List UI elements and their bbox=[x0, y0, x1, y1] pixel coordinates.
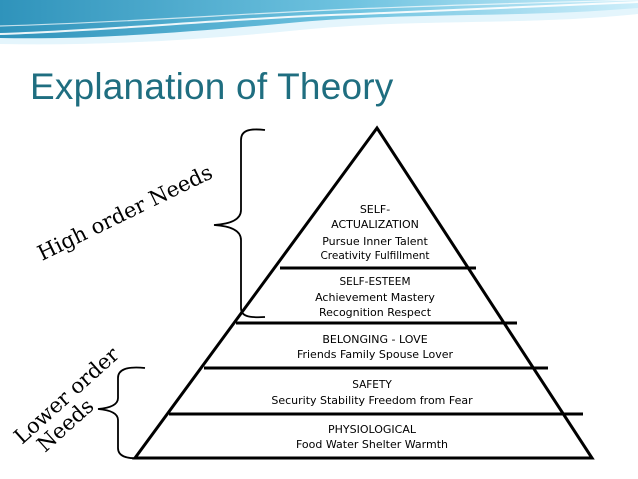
level-detail: Recognition Respect bbox=[319, 306, 432, 319]
level-detail: Creativity Fulfillment bbox=[320, 250, 429, 262]
high-order-needs-label: High order Needs bbox=[34, 160, 217, 265]
level-heading: SAFETY bbox=[352, 379, 392, 391]
level-detail: Friends Family Spouse Lover bbox=[297, 348, 454, 361]
level-detail: Pursue Inner Talent bbox=[322, 235, 428, 248]
level-detail: Food Water Shelter Warmth bbox=[296, 438, 448, 451]
level-heading: SELF-ESTEEM bbox=[339, 276, 410, 288]
level-heading: SELF- bbox=[360, 203, 390, 216]
lower-order-bracket bbox=[98, 367, 145, 458]
level-heading: ACTUALIZATION bbox=[331, 218, 419, 231]
level-heading: BELONGING - LOVE bbox=[322, 333, 427, 346]
level-heading: PHYSIOLOGICAL bbox=[328, 423, 417, 436]
level-detail: Achievement Mastery bbox=[315, 291, 435, 304]
level-detail: Security Stability Freedom from Fear bbox=[271, 394, 473, 407]
lower-order-needs-label: Lower order Needs bbox=[9, 342, 124, 457]
